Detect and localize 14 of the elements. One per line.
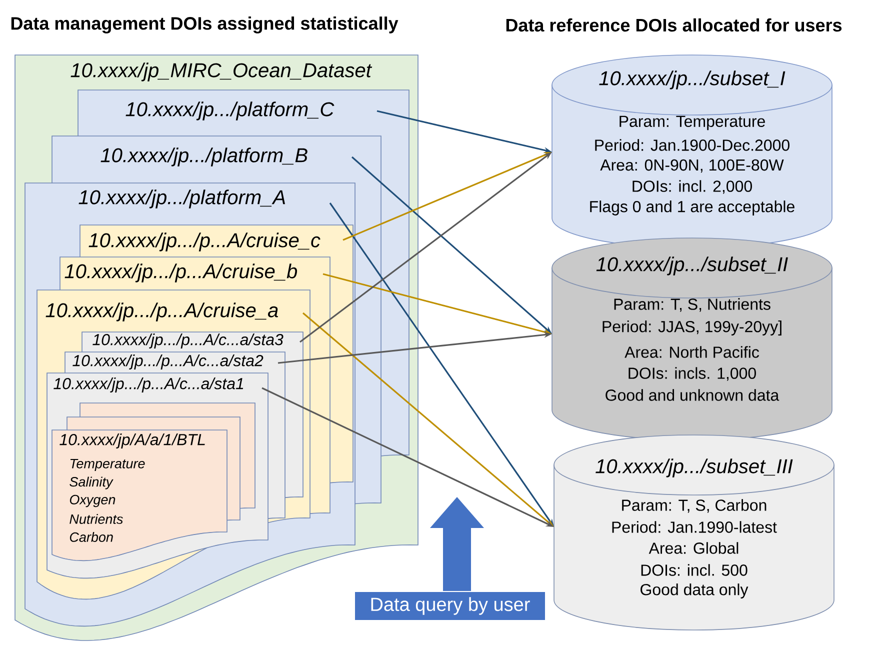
document-shape [66,416,240,430]
database-cylinder: 10.xxxx/jp.../subset_I Param: Temperature Period: Jan.1900-Dec.2000 Area: 0N-90N, 100E-80W DOIs: incl. 2,000 Flags 0 and 1 are acceptable [552,54,832,248]
node-label: 10.xxxx/jp.../platform_B [100,148,308,166]
node-label: 10.xxxx/jp.../p...A/c...a/sta2 [72,354,264,370]
database-cylinder: 10.xxxx/jp.../subset_III Param: T, S, Carbon Period: Jan.1990-latest Area: Global DOIs: incl. 500 Good data only [554,434,834,630]
query-box: Data query by user [355,592,545,620]
database-cylinder: 10.xxxx/jp.../subset_II Param: T, S, Nutrients Period: JJAS, 199y-20yy] Area: North Pacific DOIs: incls. 1,000 Good and unknown data [552,238,832,440]
node-label: 10.xxxx/jp.../p...A/c...a/sta3 [92,334,284,348]
heading: Data reference DOIs allocated for users [506,18,842,32]
document-shape [80,402,256,418]
node-label: 10.xxxx/jp.../p...A/cruise_b [64,264,298,282]
heading: Data management DOIs assigned statistically [11,16,398,34]
node-label: 10.xxxx/jp.../p...A/cruise_c [88,232,320,252]
node-label: 10.xxxx/jp.../platform_C [126,102,334,120]
